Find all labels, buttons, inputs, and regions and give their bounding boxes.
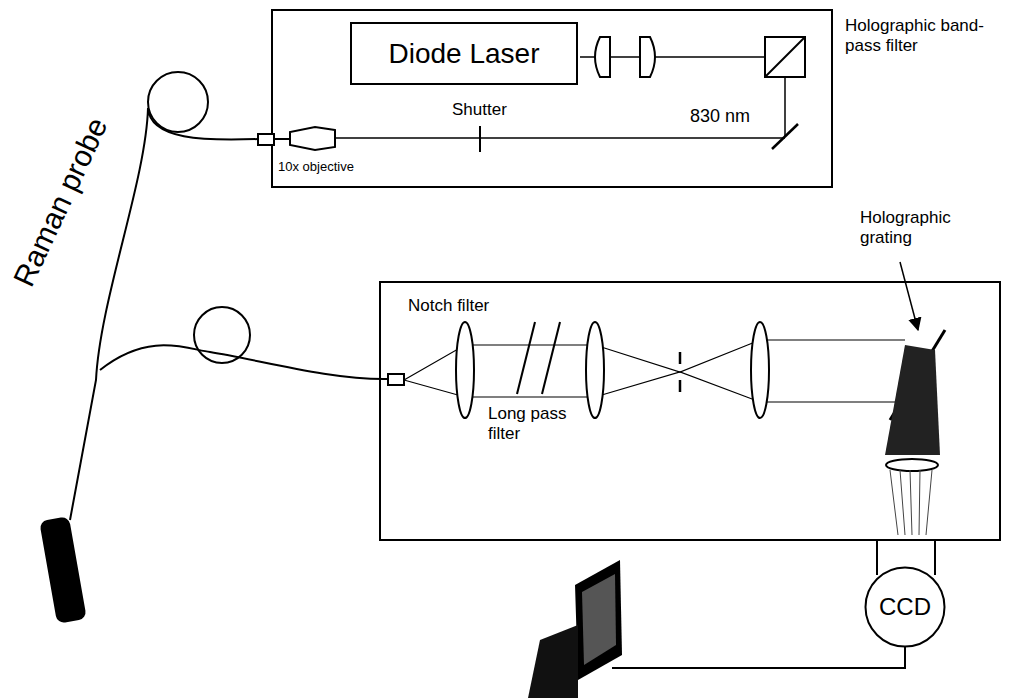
laser-beam — [335, 137, 785, 139]
shutter — [479, 126, 481, 152]
lens — [456, 322, 474, 418]
filter-label: Long pass filter — [488, 404, 576, 443]
slit — [679, 380, 682, 392]
lens — [595, 37, 610, 77]
wavelength-label: 830 nm — [690, 106, 750, 127]
fiber — [70, 108, 258, 520]
probe-label: Raman probe — [7, 113, 115, 292]
leader-line — [900, 262, 918, 330]
mirror — [772, 124, 798, 149]
shutter-label: Shutter — [452, 100, 507, 120]
lens — [751, 322, 769, 418]
laser-housing — [272, 10, 832, 187]
objective-label: 10x objective — [278, 160, 354, 175]
slit — [679, 352, 682, 364]
fiber-loop — [148, 72, 208, 132]
grating-label: Holographic grating — [860, 208, 970, 247]
fiber — [274, 138, 290, 140]
lens — [886, 459, 938, 471]
computer — [528, 560, 622, 698]
filter-label: Notch filter — [408, 296, 489, 316]
fiber — [100, 345, 388, 379]
ccd-mount — [876, 540, 878, 575]
notch-filter — [517, 322, 535, 394]
raman-probe — [39, 516, 87, 624]
objective — [290, 127, 335, 150]
fiber-loop — [194, 307, 250, 363]
bandpass-cube — [765, 37, 805, 77]
laser-box: Diode Laser — [350, 22, 578, 85]
node-text: Diode Laser — [389, 38, 540, 70]
fiber-connector — [388, 374, 404, 385]
laser-beam — [784, 77, 786, 136]
dispersed-light — [885, 345, 940, 455]
ccd-mount — [934, 540, 936, 575]
filter-label: Holographic band-pass filter — [845, 16, 995, 55]
cube-diagonal — [765, 37, 805, 77]
cable — [612, 646, 905, 668]
spectrometer-housing — [380, 282, 1000, 540]
lens — [640, 37, 655, 77]
fiber-connector — [258, 134, 274, 145]
ccd-circle: CCD — [864, 566, 946, 648]
node-text: CCD — [879, 593, 931, 621]
long-pass-filter — [542, 322, 560, 394]
lens — [586, 322, 604, 418]
